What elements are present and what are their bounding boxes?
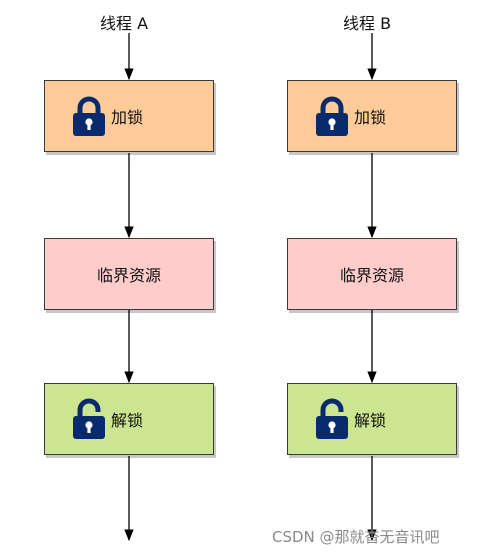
thread-a-unlock-step: 解锁 bbox=[44, 383, 214, 455]
thread-a-lock-label: 加锁 bbox=[111, 108, 144, 127]
thread-a-critical-label: 临界资源 bbox=[96, 266, 161, 285]
padlock-closed-icon bbox=[312, 94, 352, 138]
thread-a-lock-step: 加锁 bbox=[44, 80, 214, 152]
thread-a-critical-step: 临界资源 bbox=[44, 238, 214, 310]
thread-a-unlock-label: 解锁 bbox=[111, 411, 144, 430]
thread-b-lock-label: 加锁 bbox=[354, 108, 387, 127]
thread-b-title: 线程 B bbox=[343, 14, 392, 33]
padlock-open-icon bbox=[69, 397, 109, 441]
thread-b-unlock-label: 解锁 bbox=[354, 411, 387, 430]
watermark-text: CSDN @那就杳无音讯吧 bbox=[272, 528, 440, 546]
padlock-open-icon bbox=[312, 397, 352, 441]
thread-a-title: 线程 A bbox=[100, 14, 149, 33]
thread-b-critical-step: 临界资源 bbox=[287, 238, 457, 310]
thread-b-unlock-step: 解锁 bbox=[287, 383, 457, 455]
padlock-closed-icon bbox=[69, 94, 109, 138]
thread-b-critical-label: 临界资源 bbox=[339, 266, 404, 285]
thread-b-lock-step: 加锁 bbox=[287, 80, 457, 152]
